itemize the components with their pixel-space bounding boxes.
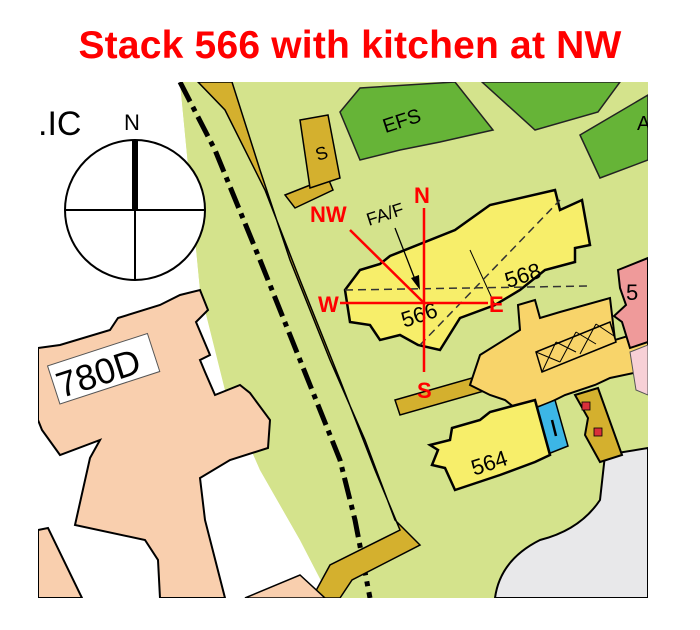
a-area (579, 94, 648, 179)
annotation-nw: NW (310, 202, 347, 227)
annotation-n: N (414, 183, 430, 208)
shelter-label: S (313, 142, 331, 165)
covered-walkway (196, 82, 422, 598)
road-area (493, 446, 648, 598)
compass-north-label: N (124, 110, 140, 135)
svg-text:A: A (637, 113, 648, 135)
direction-annotation: N S E W NW (310, 183, 504, 403)
annotation-s: S (417, 378, 432, 403)
efs-area (339, 82, 495, 161)
annotation-w: W (318, 292, 339, 317)
page-title: Stack 566 with kitchen at NW (78, 24, 622, 67)
site-plan-map: S EFS A 568 566 FA/F 5 564 780D (38, 82, 648, 598)
partial-label: .IC (38, 105, 81, 143)
hatched-structure (535, 320, 617, 374)
hydrant-icon (593, 427, 603, 437)
site-boundary-line (177, 82, 373, 598)
svg-text:5: 5 (626, 280, 638, 305)
block-564 (426, 398, 552, 492)
annotation-e: E (489, 292, 504, 317)
block-566-568 (343, 188, 592, 352)
north-arrow-compass: N (64, 110, 206, 281)
block-5xx (612, 256, 648, 350)
hydrant-icon (581, 401, 591, 411)
